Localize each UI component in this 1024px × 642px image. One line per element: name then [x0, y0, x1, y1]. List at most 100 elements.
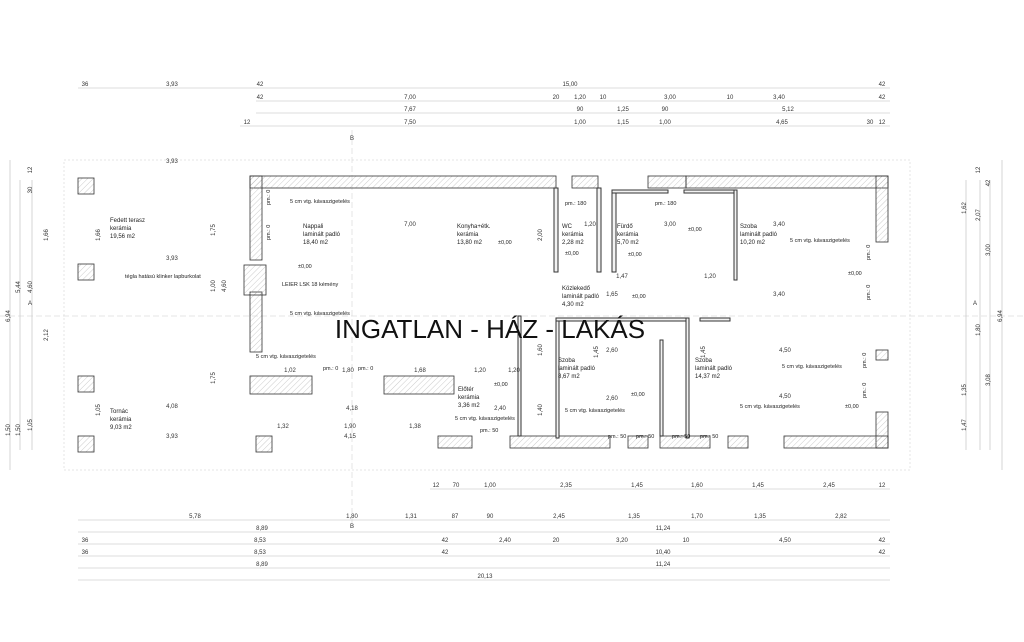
floor-level-note: pm.: 180 [565, 201, 586, 207]
dimension-label: 30 [867, 120, 874, 126]
room-name: Szoba [695, 358, 713, 364]
dimension-label: 36 [82, 82, 89, 88]
dimension-label: 1,40 [538, 404, 544, 416]
room-area: 9,03 m2 [110, 425, 132, 431]
dimension-label: 1,35 [754, 514, 766, 520]
insulation-note: 5 cm vtg. kávaszigetelés [256, 354, 316, 360]
level-mark: ±0,00 [688, 227, 702, 233]
dimension-label: 1,00 [659, 120, 671, 126]
dimension-label: 1,35 [628, 514, 640, 520]
dimension-label: 1,90 [344, 424, 356, 430]
room-name: Konyha+étk. [457, 224, 491, 230]
room-name: WC [562, 224, 573, 230]
floor-level-note: pm.: 0 [266, 225, 272, 240]
dimension-label: 90 [662, 107, 669, 113]
room-area: 10,20 m2 [740, 240, 766, 246]
dimension-label: 1,60 [691, 483, 703, 489]
dimension-label: 8,89 [256, 526, 268, 532]
floor-level-note: pm.: 50 [608, 434, 626, 440]
level-mark: ±0,00 [848, 271, 862, 277]
dimension-label: 1,20 [584, 222, 596, 228]
dimension-label: 2,00 [538, 229, 544, 241]
level-mark: ±0,00 [298, 264, 312, 270]
dimension-label: 70 [453, 483, 460, 489]
dimension-label: 11,24 [656, 562, 671, 568]
dimension-label: 4,50 [779, 538, 791, 544]
dimension-label: 42 [879, 82, 886, 88]
dimension-label: 1,00 [574, 120, 586, 126]
cladding-note: tégla hatású klinker lapburkolat [125, 274, 201, 280]
dimension-label: 1,00 [484, 483, 496, 489]
dimension-label: 1,80 [342, 368, 354, 374]
floor-level-note: pm.: 0 [358, 366, 373, 372]
dimension-label: 1,47 [616, 274, 628, 280]
dimension-label: 1,20 [704, 274, 716, 280]
dimension-label: 2,12 [44, 329, 50, 341]
dimension-label: 3,40 [773, 292, 785, 298]
room-floor: kerámia [617, 232, 639, 238]
dimension-label: 2,60 [606, 396, 618, 402]
floor-level-note: pm.: 50 [672, 434, 690, 440]
room-floor: laminált padló [740, 232, 778, 238]
dimension-label: 4,60 [222, 280, 228, 292]
dimension-label: 8,53 [254, 538, 266, 544]
level-mark: ±0,00 [565, 251, 579, 257]
dimension-label: 4,50 [779, 394, 791, 400]
dimension-label: 3,93 [166, 82, 178, 88]
dimension-label: 12 [976, 166, 982, 173]
dimension-label: 15,00 [562, 82, 578, 88]
dimension-label: 42 [879, 550, 886, 556]
dimension-label: 5,44 [16, 281, 22, 293]
dimension-label: 1,31 [405, 514, 417, 520]
dimension-label: 36 [82, 538, 89, 544]
dimension-label: 8,53 [254, 550, 266, 556]
dimension-label: 10 [683, 538, 690, 544]
dimension-label: 4,08 [166, 404, 178, 410]
dimension-label: 3,93 [166, 256, 178, 262]
floor-level-note: pm.: 0 [866, 245, 872, 260]
room-area: 18,40 m2 [303, 240, 329, 246]
dimension-label: 2,40 [494, 406, 506, 412]
dimension-label: 3,20 [616, 538, 628, 544]
floor-level-note: pm.: 0 [862, 383, 868, 398]
dimension-label: 3,00 [664, 95, 676, 101]
dimension-label: 5,12 [782, 107, 794, 113]
dimension-label: 1,35 [962, 384, 968, 396]
dimension-label: 7,67 [404, 107, 416, 113]
dimension-label: 7,50 [404, 120, 416, 126]
level-mark: ±0,00 [498, 240, 512, 246]
dimension-label: 1,45 [594, 346, 600, 358]
insulation-note: 5 cm vtg. kávaszigetelés [740, 404, 800, 410]
floor-level-note: pm.: 180 [655, 201, 676, 207]
dimension-label: 3,00 [664, 222, 676, 228]
dimension-label: 3,40 [773, 95, 785, 101]
level-mark: ±0,00 [628, 252, 642, 258]
dimension-label: 2,82 [835, 514, 847, 520]
section-marker: A [973, 301, 977, 307]
dimension-label: 90 [487, 514, 494, 520]
grid-lines [0, 130, 1024, 525]
dimension-label: 1,62 [962, 202, 968, 214]
dimension-label: 4,65 [776, 120, 788, 126]
dimension-label: 1,20 [474, 368, 486, 374]
dimension-label: 3,08 [986, 374, 992, 386]
dimension-label: 42 [879, 538, 886, 544]
room-floor: laminált padló [695, 366, 733, 372]
room-floor: kerámia [457, 232, 479, 238]
floor-level-note: pm.: 0 [866, 285, 872, 300]
room-area: 2,28 m2 [562, 240, 584, 246]
dimension-label: 3,93 [166, 159, 178, 165]
dimension-label: 1,05 [28, 419, 34, 431]
dimension-label: 20,13 [477, 574, 493, 580]
room-floor: laminált padló [303, 232, 341, 238]
room-area: 13,80 m2 [457, 240, 483, 246]
dimension-label: 2,45 [553, 514, 565, 520]
floor-level-note: pm.: 0 [323, 366, 338, 372]
dimension-label: 2,40 [499, 538, 511, 544]
section-marker: B [350, 524, 354, 530]
dimension-label: 1,75 [211, 224, 217, 236]
terrace-columns [77, 177, 273, 453]
dimension-label: 1,45 [631, 483, 643, 489]
room-floor: kerámia [110, 226, 132, 232]
